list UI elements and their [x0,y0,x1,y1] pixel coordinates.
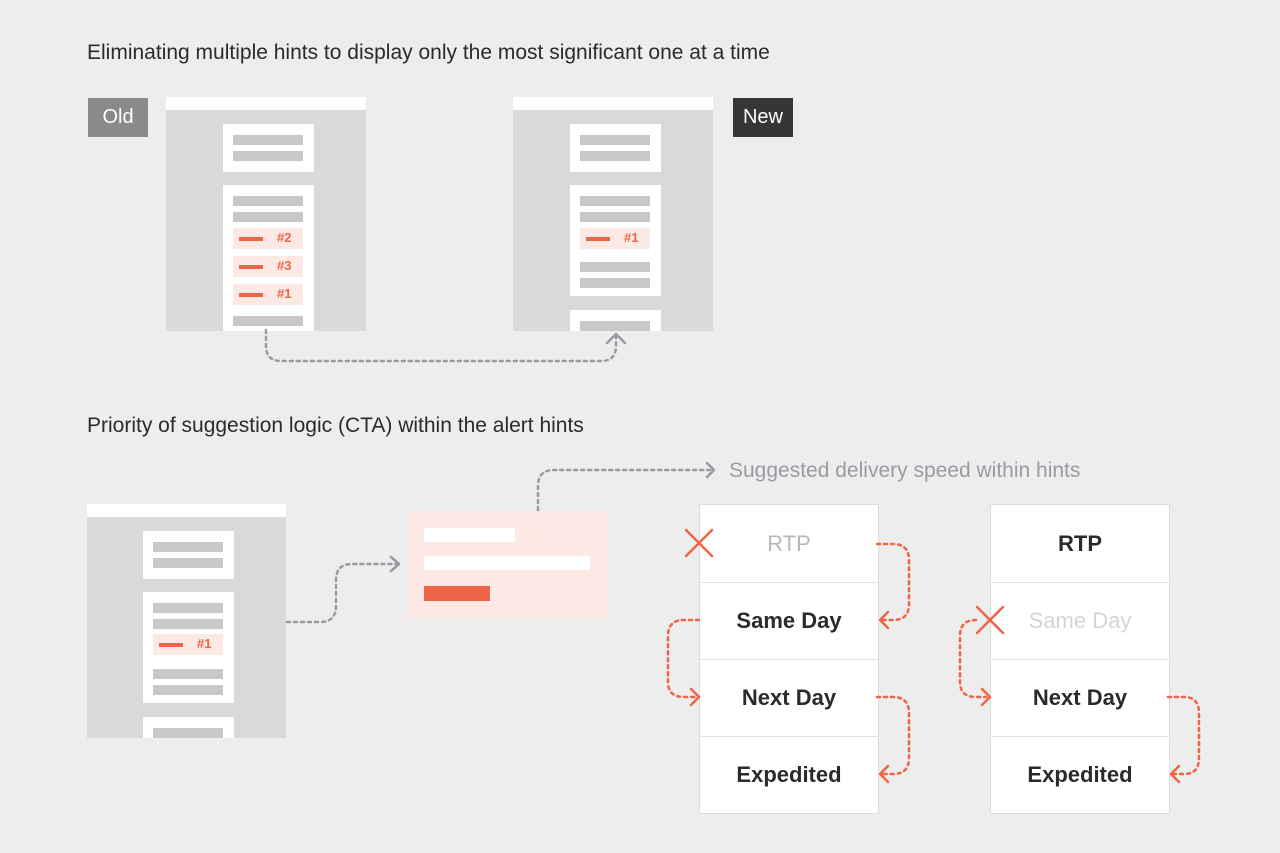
screen-topbar [513,97,713,110]
arrowhead-icon [878,764,890,784]
cross-icon [684,528,714,558]
old-label: Old [88,98,148,137]
speed-option: RTP [991,505,1169,583]
screen-card [143,717,234,738]
arrowhead-icon [689,687,701,707]
alert-hints-card: #1 [143,592,234,703]
enlarged-hint-card [407,511,607,618]
flow-nextday-to-expedited [875,695,911,776]
section1-title: Eliminating multiple hints to display on… [87,41,770,64]
screen-to-card-arrow [285,562,400,624]
flow-rtp-to-sameday [875,542,911,622]
flow-sameday-to-nextday-b [958,618,988,699]
arrowhead-icon [705,461,716,479]
speed-option: RTP [700,505,878,583]
delivery-speed-list-a: RTP Same Day Next Day Expedited [699,504,879,814]
flow-nextday-to-expedited-b [1166,695,1201,776]
new-screen-mockup: #1 [513,97,713,331]
hint-rank: #3 [277,258,292,273]
alert-hints-card: #2 #3 #1 [223,185,314,331]
old-screen-mockup: #2 #3 #1 [166,97,366,331]
hint-item: #1 [153,634,223,655]
speed-option: Expedited [1027,761,1133,787]
screen-topbar [166,97,366,110]
card-to-note-arrow [536,468,714,512]
speed-option: Next Day [991,659,1169,737]
screen-card [570,124,661,172]
screen-card [223,124,314,172]
arrowhead-icon [605,332,627,345]
section2-title: Priority of suggestion logic (CTA) withi… [87,414,584,437]
arrowhead-icon [1169,764,1181,784]
old-to-new-arrow [264,328,618,363]
hint-rank: #1 [277,286,292,301]
speed-option: Same Day [700,582,878,660]
arrowhead-icon [878,610,890,630]
hint-item: #3 [233,256,303,277]
hint-item: #1 [233,284,303,305]
cta-button-shape [424,586,490,601]
alert-hints-card: #1 [570,185,661,296]
new-label: New [733,98,793,137]
arrowhead-icon [389,555,401,573]
hint-item: #2 [233,228,303,249]
speed-option: Expedited [736,761,842,787]
screen-topbar [87,504,286,517]
hint-rank: #1 [624,230,639,245]
hint-rank: #2 [277,230,292,245]
cross-icon [975,605,1005,635]
arrowhead-icon [980,687,992,707]
hint-item: #1 [580,228,650,249]
hint-rank: #1 [197,636,212,651]
screen-card [143,531,234,579]
suggestion-note: Suggested delivery speed within hints [729,459,1081,482]
delivery-speed-list-b: RTP Same Day Next Day Expedited [990,504,1170,814]
speed-option: Same Day [991,582,1169,660]
screen-card [570,310,661,331]
hint-screen-mockup: #1 [87,504,286,738]
speed-option: Next Day [700,659,878,737]
flow-sameday-to-nextday [666,618,701,699]
